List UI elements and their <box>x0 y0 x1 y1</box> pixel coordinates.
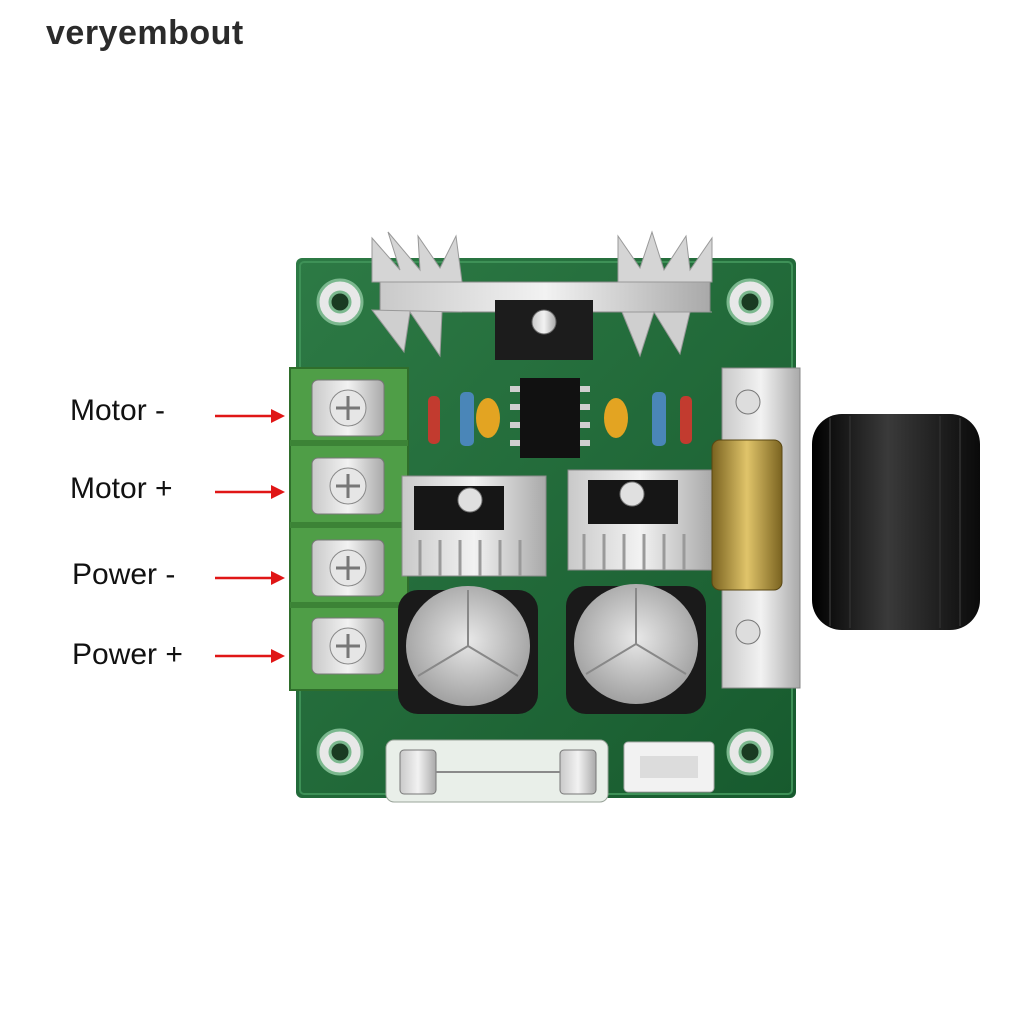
capacitor-icon <box>398 586 538 714</box>
potentiometer <box>711 367 801 689</box>
arrow-right-icon <box>215 485 285 499</box>
screw-icon <box>311 539 385 597</box>
connector-header <box>623 741 715 793</box>
knob-icon <box>812 414 980 630</box>
ic-chip <box>510 378 590 458</box>
brand-logo: veryembout <box>46 14 244 52</box>
fuse-icon <box>385 739 609 803</box>
capacitor-icon <box>566 584 706 714</box>
label-motor-plus: Motor + <box>70 472 173 505</box>
resistors <box>428 392 692 446</box>
terminal-block <box>289 367 409 691</box>
screw-icon <box>311 457 385 515</box>
arrow-right-icon <box>215 409 285 423</box>
label-power-plus: Power + <box>72 638 183 671</box>
label-power-minus: Power - <box>72 558 176 591</box>
heatsink-icon <box>370 230 713 360</box>
mounting-holes <box>316 278 774 776</box>
screw-icon <box>311 617 385 675</box>
heatsink-icon <box>401 475 547 577</box>
screw-icon <box>311 379 385 437</box>
label-motor-minus: Motor - <box>70 394 166 427</box>
ceramic-capacitors <box>476 398 628 438</box>
heatsink-icon <box>567 469 713 571</box>
arrow-right-icon <box>215 649 285 663</box>
arrow-right-icon <box>215 571 285 585</box>
